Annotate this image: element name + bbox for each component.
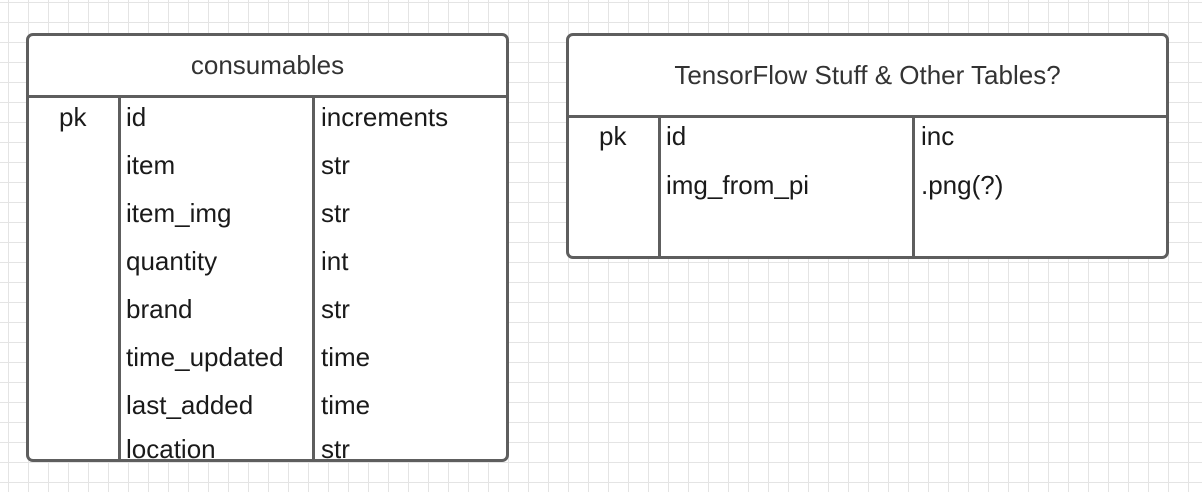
column-divider <box>118 95 121 459</box>
field-type: time <box>321 390 371 420</box>
field-type: str <box>321 198 350 228</box>
field-type: increments <box>321 102 449 132</box>
field-type: str <box>321 294 350 324</box>
field-name: time_updated <box>126 342 284 372</box>
column-divider <box>658 115 661 256</box>
key-cell: pk <box>59 102 87 132</box>
field-type: str <box>321 434 350 462</box>
field-type: int <box>321 246 349 276</box>
field-type: inc <box>921 121 955 151</box>
entity-table-consumables[interactable]: consumables pk id increments item str it… <box>26 33 509 462</box>
field-name: item_img <box>126 198 232 228</box>
table-title: consumables <box>29 36 506 98</box>
field-name: quantity <box>126 246 218 276</box>
field-name: img_from_pi <box>666 170 810 200</box>
field-name: brand <box>126 294 193 324</box>
field-type: str <box>321 150 350 180</box>
field-name: location <box>126 434 216 462</box>
column-divider <box>912 115 915 256</box>
field-type: time <box>321 342 371 372</box>
field-name: id <box>666 121 687 151</box>
field-name: item <box>126 150 176 180</box>
field-name: last_added <box>126 390 254 420</box>
field-type: .png(?) <box>921 170 1004 200</box>
field-name: id <box>126 102 147 132</box>
table-title: TensorFlow Stuff & Other Tables? <box>569 36 1166 118</box>
entity-table-tensorflow[interactable]: TensorFlow Stuff & Other Tables? pk id i… <box>566 33 1169 259</box>
column-divider <box>312 95 315 459</box>
key-cell: pk <box>599 121 627 151</box>
